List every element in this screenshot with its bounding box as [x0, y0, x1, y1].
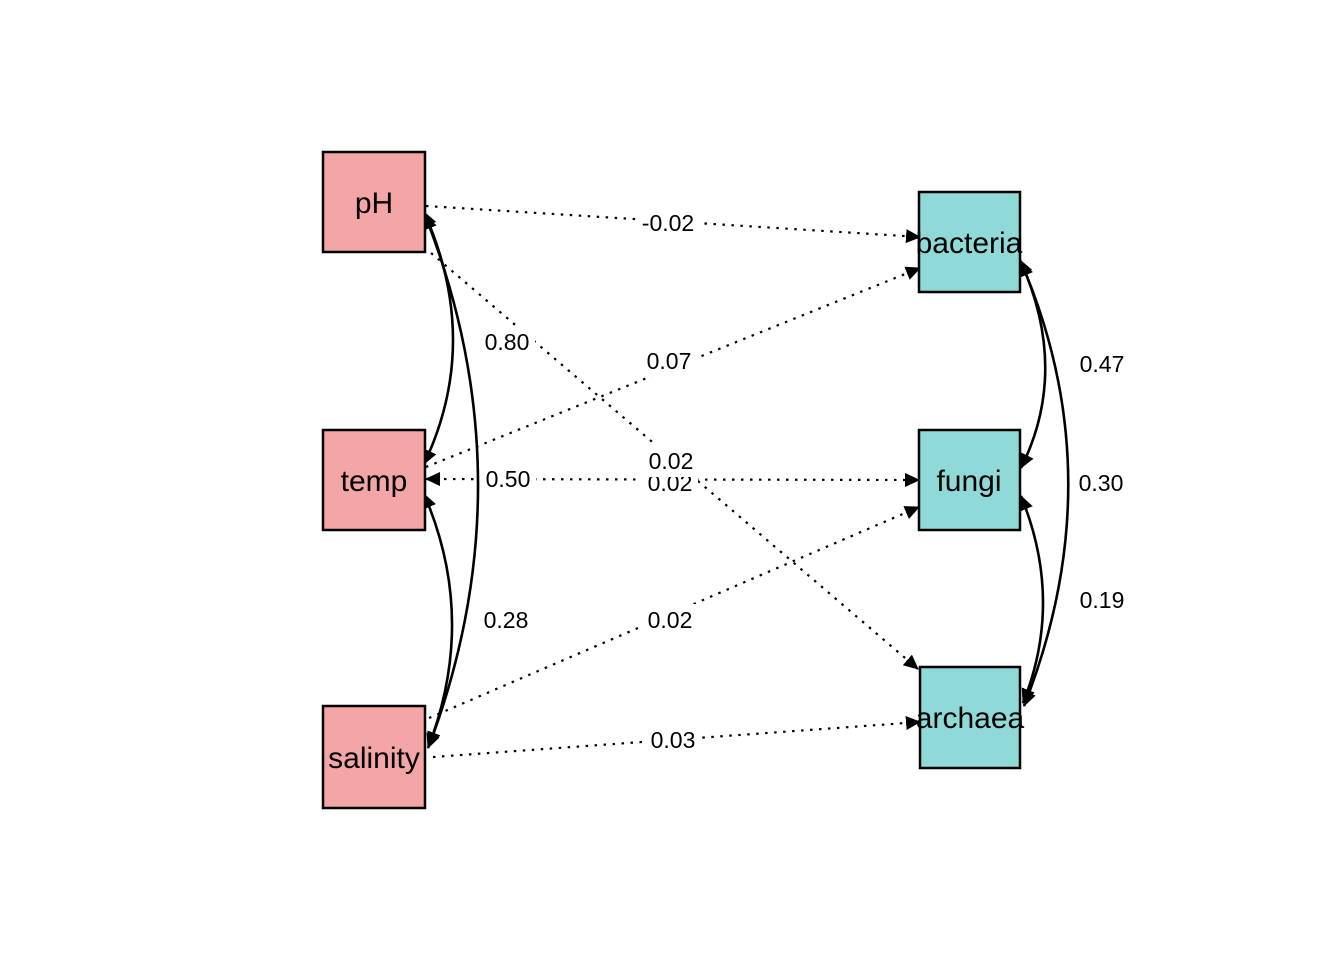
label-bg	[479, 326, 535, 358]
node-label-temp: temp	[341, 465, 408, 498]
label-bg	[645, 724, 701, 756]
node-label-bacteria: bacteria	[916, 227, 1023, 260]
node-fungi	[917, 428, 1022, 532]
node-label-archaea: archaea	[916, 702, 1025, 735]
covariance-arc-ph-salinity	[423, 214, 480, 747]
label-bg	[642, 604, 698, 636]
label-bg	[637, 207, 701, 239]
label-bg	[1074, 348, 1130, 380]
path-label-ph-bacteria: -0.02	[642, 210, 694, 236]
node-bacteria	[917, 190, 1022, 294]
node-label-ph: pH	[355, 187, 393, 220]
edge-labels: -0.02 0.07 0.02 0.02 0.02 0.03 0.80 0.50…	[478, 207, 1130, 756]
covariance-arc-temp-salinity	[422, 493, 454, 749]
node-ph	[321, 150, 427, 254]
path-ph-bacteria	[425, 204, 921, 244]
path-label-temp-bacteria: 0.07	[647, 348, 692, 374]
node-labels: pH temp salinity bacteria fungi archaea	[328, 187, 1024, 775]
label-bg	[1074, 584, 1130, 616]
cov-label-ph-salinity: 0.50	[486, 466, 531, 492]
node-label-fungi: fungi	[936, 465, 1001, 498]
node-salinity	[321, 704, 427, 810]
nodes	[321, 150, 1022, 810]
cov-label-fungi-archaea: 0.19	[1080, 587, 1125, 613]
node-archaea	[918, 665, 1022, 770]
covariance-arc-bacteria-archaea	[1019, 261, 1070, 707]
cov-label-ph-temp: 0.80	[485, 329, 530, 355]
node-temp	[321, 428, 427, 532]
cov-label-bacteria-fungi: 0.47	[1080, 351, 1125, 377]
path-label-ph-archaea: 0.02	[649, 448, 694, 474]
label-bg	[643, 445, 699, 477]
cov-label-temp-salinity: 0.28	[484, 607, 529, 633]
cov-label-bacteria-archaea: 0.30	[1079, 470, 1124, 496]
label-bg	[641, 345, 697, 377]
node-label-salinity: salinity	[328, 742, 420, 775]
covariance-arcs	[422, 211, 1070, 749]
label-bg	[478, 604, 534, 636]
label-bg	[480, 463, 536, 495]
path-label-salinity-fungi: 0.02	[648, 607, 693, 633]
label-bg	[1073, 467, 1129, 499]
covariance-arc-fungi-archaea	[1019, 495, 1045, 704]
path-label-salinity-archaea: 0.03	[651, 727, 696, 753]
